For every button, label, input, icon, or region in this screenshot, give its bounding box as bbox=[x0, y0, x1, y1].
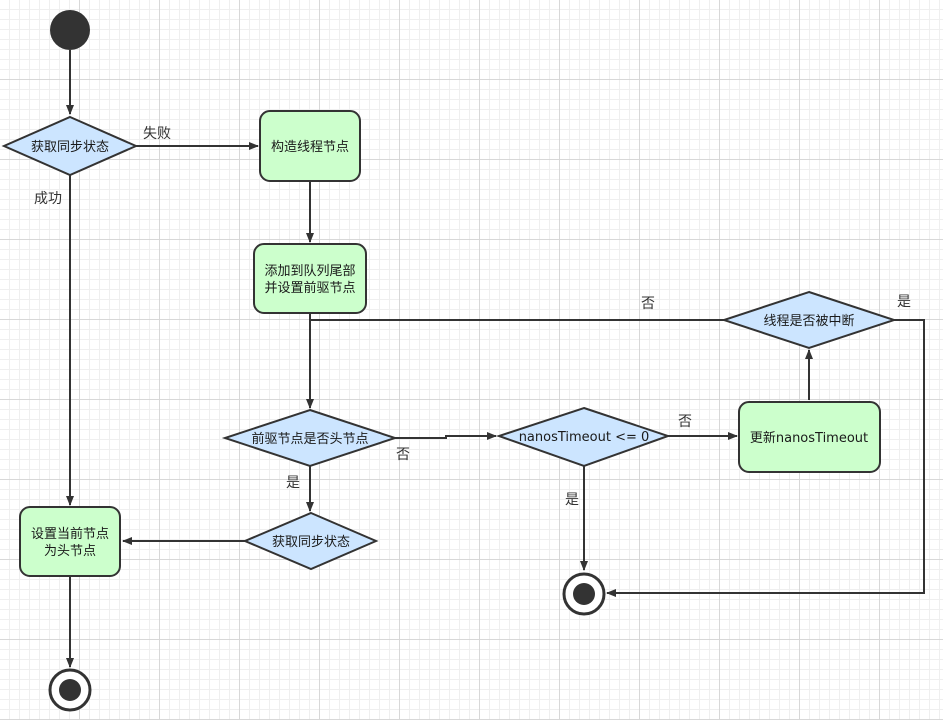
decision-nanos-timeout: nanosTimeout <= 0 bbox=[495, 406, 672, 468]
process-update-nanos: 更新nanosTimeout bbox=[738, 401, 881, 473]
decision-interrupted: 线程是否被中断 bbox=[720, 290, 898, 350]
decision-acquire-state-2: 获取同步状态 bbox=[242, 511, 379, 571]
label-interrupted-yes: 是 bbox=[897, 294, 911, 310]
process-add-to-tail-line2: 并设置前驱节点 bbox=[264, 280, 355, 296]
process-add-to-tail-line1: 添加到队列尾部 bbox=[264, 264, 355, 279]
decision-predecessor-is-head: 前驱节点是否头节点 bbox=[221, 408, 399, 468]
process-set-head-line2: 为头节点 bbox=[44, 544, 96, 559]
decision-acquire-state-2-label: 获取同步状态 bbox=[272, 535, 350, 550]
process-update-nanos-label: 更新nanosTimeout bbox=[750, 430, 868, 446]
decision-acquire-state-label: 获取同步状态 bbox=[31, 140, 109, 155]
label-predecessor-yes: 是 bbox=[286, 475, 300, 491]
end-node-left bbox=[48, 668, 92, 712]
process-build-thread-node-label: 构造线程节点 bbox=[271, 140, 349, 155]
label-success: 成功 bbox=[34, 191, 62, 207]
decision-predecessor-is-head-label: 前驱节点是否头节点 bbox=[251, 431, 368, 447]
decision-acquire-state: 获取同步状态 bbox=[1, 115, 139, 177]
decision-interrupted-label: 线程是否被中断 bbox=[763, 314, 854, 329]
start-node bbox=[50, 10, 90, 50]
edge-interrupted-yes-to-end bbox=[606, 319, 925, 597]
label-fail: 失败 bbox=[143, 126, 171, 142]
process-set-head-line1: 设置当前节点 bbox=[31, 526, 109, 542]
decision-nanos-timeout-label: nanosTimeout <= 0 bbox=[519, 430, 650, 445]
process-add-to-tail: 添加到队列尾部 并设置前驱节点 bbox=[253, 243, 367, 314]
edges bbox=[66, 50, 925, 668]
label-nanos-yes: 是 bbox=[565, 492, 579, 508]
process-build-thread-node: 构造线程节点 bbox=[259, 110, 361, 182]
edge-interrupted-no-to-predecessor bbox=[309, 319, 724, 398]
edge-predecessor-no-to-nanos bbox=[395, 432, 497, 440]
end-node-right bbox=[562, 572, 606, 616]
label-predecessor-no: 否 bbox=[396, 447, 410, 463]
label-interrupted-no: 否 bbox=[641, 296, 655, 312]
label-nanos-no: 否 bbox=[678, 414, 692, 430]
process-set-head: 设置当前节点 为头节点 bbox=[19, 506, 121, 577]
